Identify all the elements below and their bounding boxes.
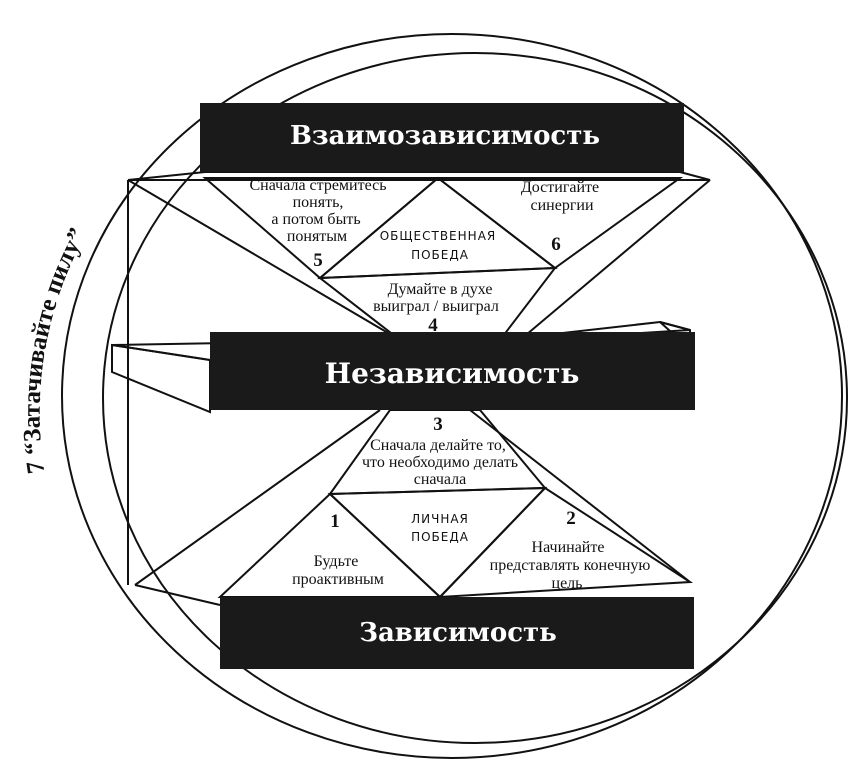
habit-3-line-3: сначала [414, 471, 467, 488]
level-interdependence: Взаимозависимость [290, 121, 600, 151]
habit-3-line-2: что необходимо делать [362, 454, 518, 471]
middle-slab-side [111, 343, 211, 414]
habit-5-line-3: а потом быть [271, 211, 360, 228]
habit-4-number: 4 [428, 315, 438, 336]
level-independence: Независимость [325, 357, 580, 390]
habit-6-line-1: Достигайте [521, 179, 599, 196]
outer-circle [61, 33, 843, 759]
habit-1-line-1: Будьте [314, 553, 359, 570]
public-victory-line-2: ПОБЕДА [411, 248, 469, 262]
x-line-right-upper [519, 179, 711, 341]
habit-2-line-3: цель [552, 575, 583, 592]
bar-interdependence [200, 103, 684, 172]
bar-independence [210, 332, 695, 410]
ring-label: 7 “Затачивайте пилу” [19, 224, 92, 476]
private-victory-line-2: ПОБЕДА [411, 530, 469, 544]
inner-circle [102, 52, 848, 744]
habit-2-line-1: Начинайте [532, 539, 605, 556]
public-victory-line-1: ОБЩЕСТВЕННАЯ [380, 229, 497, 243]
habit-1-line-2: проактивным [292, 571, 384, 588]
habit-1-number: 1 [330, 511, 340, 532]
habit-6-number: 6 [551, 234, 561, 255]
lower-triangle-right [437, 486, 694, 599]
habit-2-number: 2 [566, 508, 576, 529]
private-victory-line-1: ЛИЧНАЯ [411, 512, 469, 526]
habit-6-line-2: синергии [530, 197, 593, 214]
bar-dependence [220, 597, 694, 669]
lower-base-line [134, 584, 221, 606]
x-line-right-lower [469, 409, 691, 583]
habit-3-line-1: Сначала делайте то, [370, 437, 506, 454]
habit-4-line-2: выиграл / выиграл [373, 298, 499, 315]
habit-4-line-1: Думайте в духе [388, 281, 493, 298]
habit-2-line-2: представлять конечную [490, 557, 651, 574]
habit-5-line-2: понять, [293, 194, 344, 211]
x-line-left-upper [127, 179, 401, 341]
habit-5-line-4: понятым [287, 228, 347, 245]
habit-3-number: 3 [433, 414, 443, 435]
level-dependence: Зависимость [359, 618, 557, 648]
x-line-left-lower [134, 409, 381, 586]
habit-5-number: 5 [313, 250, 323, 271]
habit-5-line-1: Сначала стремитесь [249, 177, 386, 194]
